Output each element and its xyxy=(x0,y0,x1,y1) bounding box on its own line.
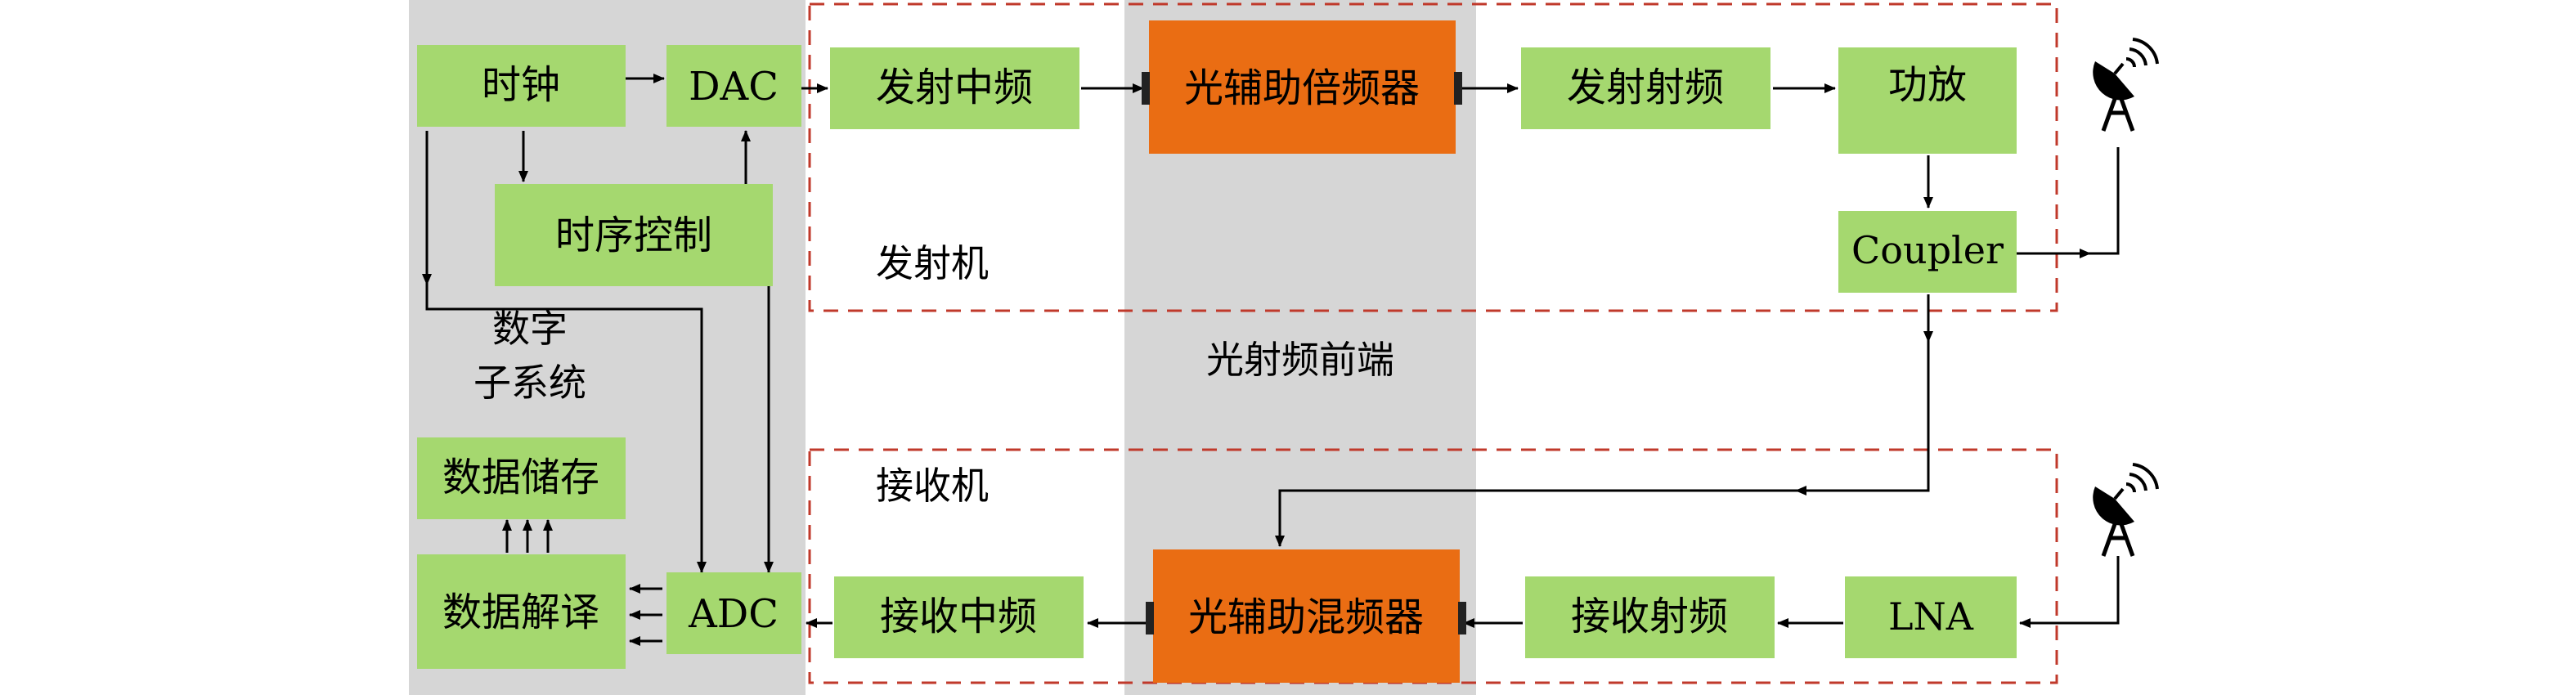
lna-block xyxy=(1845,576,2017,658)
digital-subsystem-label-line2: 子系统 xyxy=(473,361,586,405)
rx-mixer-port-left xyxy=(1146,602,1154,634)
clock-block xyxy=(417,45,626,127)
line-rxantenna-lna xyxy=(2025,556,2120,625)
arrow-coupler-antenna xyxy=(2017,147,2120,255)
data-decode-label: 数据解译 xyxy=(442,590,599,635)
tx-multiplier-label: 光辅助倍频器 xyxy=(1184,65,1420,111)
timing-control-block xyxy=(495,184,773,286)
data-storage-block xyxy=(417,437,626,519)
rx-rf-block xyxy=(1525,576,1775,658)
rx-mixer-port-right xyxy=(1458,602,1466,634)
coupler-block xyxy=(1838,211,2017,293)
line-coupler-to-mixer xyxy=(1275,342,1930,547)
rx-mixer-block xyxy=(1153,549,1460,683)
photonic-frontend-label: 光射频前端 xyxy=(1206,338,1394,382)
pa-label: 功放 xyxy=(1888,62,1967,108)
timing-control-label: 时序控制 xyxy=(555,213,712,258)
rx-if-label: 接收中频 xyxy=(880,594,1037,639)
tx-rf-label: 发射射频 xyxy=(1567,65,1724,110)
transmitter-boundary xyxy=(808,2,2058,312)
digital-subsystem-label-line1: 数字 xyxy=(492,307,568,351)
rx-mixer-label: 光辅助混频器 xyxy=(1188,594,1424,640)
lna-label: LNA xyxy=(1888,594,1974,639)
dac-label: DAC xyxy=(689,64,779,110)
rx-if-block xyxy=(834,576,1084,658)
rx-antenna-icon xyxy=(2093,463,2159,557)
adc-block xyxy=(666,572,801,654)
transmitter-label: 发射机 xyxy=(876,241,989,285)
dac-block xyxy=(666,45,801,127)
tx-rf-block xyxy=(1521,47,1770,129)
tx-multiplier-port-right xyxy=(1454,72,1462,105)
coupler-label: Coupler xyxy=(1851,228,2004,272)
clock-label: 时钟 xyxy=(482,62,560,108)
tx-multiplier-port-left xyxy=(1142,72,1150,105)
tx-multiplier-block xyxy=(1149,20,1456,154)
arrow-bus-to-adc xyxy=(425,285,707,573)
tx-if-label: 发射中频 xyxy=(876,65,1033,110)
receiver-label: 接收机 xyxy=(876,464,989,508)
receiver-boundary xyxy=(808,448,2058,684)
rx-rf-label: 接收射频 xyxy=(1571,594,1728,639)
connectors xyxy=(422,74,2120,646)
adc-label: ADC xyxy=(688,591,779,637)
data-storage-label: 数据储存 xyxy=(442,455,599,500)
tx-antenna-icon xyxy=(2093,38,2159,132)
pa-block xyxy=(1838,47,2017,154)
data-decode-block xyxy=(417,554,626,669)
tx-if-block xyxy=(830,47,1079,129)
